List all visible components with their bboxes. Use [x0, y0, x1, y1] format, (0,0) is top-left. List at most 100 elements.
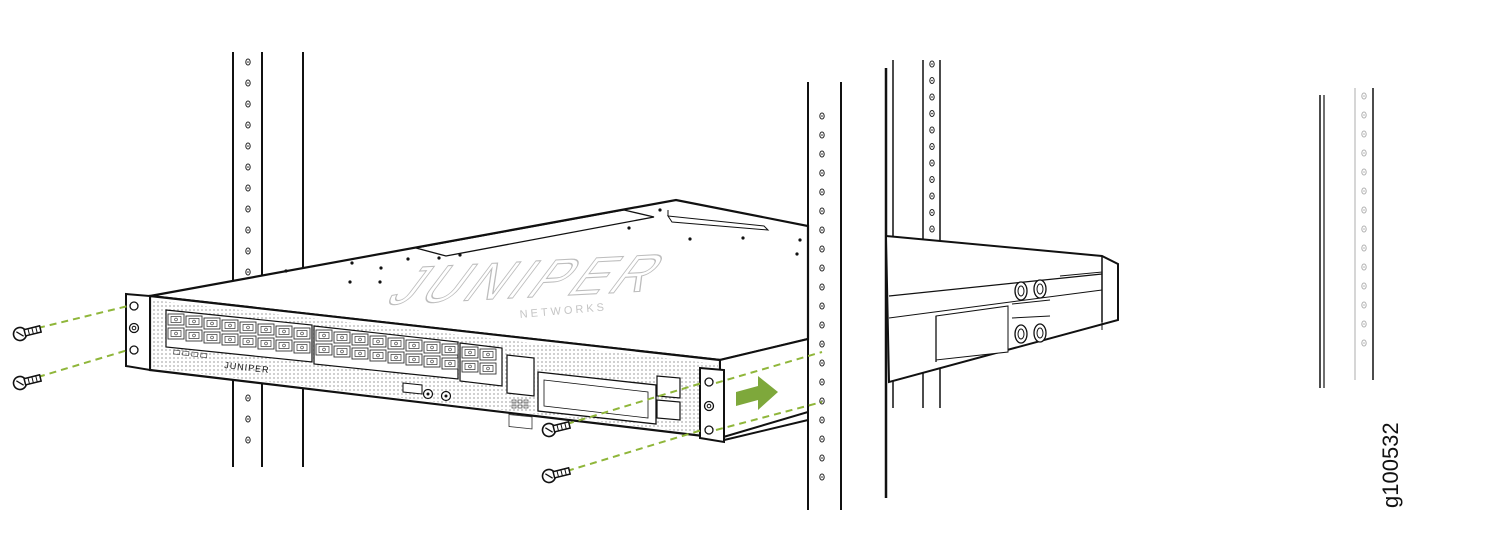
mounting-screw	[541, 420, 572, 438]
sfp-port	[293, 327, 311, 340]
rack-hole	[245, 226, 251, 234]
sfp-port	[203, 331, 221, 344]
rack-hole	[929, 77, 935, 84]
rack-hole	[819, 188, 825, 196]
sfp-port	[257, 323, 275, 336]
sfp-port	[293, 341, 311, 354]
sfp-port	[333, 345, 351, 358]
sfp-port	[441, 357, 459, 370]
device-rear-section	[884, 234, 1119, 384]
rack-hole	[1361, 282, 1367, 290]
rack-hole	[929, 225, 935, 233]
rack-hole	[819, 207, 825, 215]
left-rack-rail	[232, 52, 304, 467]
rack-hole	[819, 435, 825, 443]
rack-hole	[929, 60, 935, 68]
rack-hole	[819, 169, 825, 177]
sfp-port	[167, 313, 185, 326]
rack-hole	[1361, 225, 1367, 233]
rack-hole	[929, 143, 935, 150]
sfp-port	[423, 341, 441, 354]
rack-hole	[245, 121, 251, 129]
rack-hole	[819, 302, 825, 310]
sfp-port	[405, 339, 423, 352]
rack-hole	[819, 283, 825, 291]
sfp-port	[387, 337, 405, 350]
far-rack-rail	[1319, 88, 1374, 388]
mounting-screw	[12, 324, 43, 342]
rack-hole	[819, 340, 825, 348]
rack-hole	[1361, 130, 1367, 138]
rack-hole	[245, 436, 251, 444]
sfp-port	[203, 317, 221, 330]
sfp-port	[257, 337, 275, 350]
rack-hole	[819, 264, 825, 272]
rack-hole	[819, 131, 825, 139]
mounting-screw	[541, 466, 572, 484]
rack-hole	[819, 416, 825, 424]
sfp-port	[221, 319, 239, 332]
sfp-port	[239, 321, 257, 334]
sfp-port	[405, 353, 423, 366]
rack-hole	[819, 473, 825, 481]
rack-hole	[1361, 168, 1367, 176]
middle-rack-rail	[807, 82, 842, 510]
sfp-port	[239, 335, 257, 348]
rack-hole	[819, 226, 825, 234]
mounting-screw	[12, 373, 43, 391]
sfp-port	[461, 360, 479, 373]
rack-hole	[245, 79, 251, 87]
rack-hole	[1361, 244, 1367, 252]
sfp-port	[479, 348, 497, 361]
sfp-port	[275, 339, 293, 352]
insert-arrow-icon	[736, 376, 778, 410]
rack-hole	[245, 163, 251, 171]
sfp-port	[387, 351, 405, 364]
sfp-port	[479, 362, 497, 375]
sfp-port	[351, 333, 369, 346]
rack-hole	[819, 150, 825, 158]
rack-hole	[819, 397, 825, 405]
rack-hole	[1361, 111, 1367, 119]
rack-hole	[245, 415, 251, 423]
switch-chassis: JUNIPER NETWORKS JUNIPER	[125, 198, 810, 444]
rack-hole	[245, 205, 251, 213]
rack-hole	[1361, 301, 1367, 309]
rack-hole	[819, 321, 825, 329]
sfp-port	[351, 347, 369, 360]
sfp-port	[185, 315, 203, 328]
rack-hole	[245, 184, 251, 192]
sfp-port	[185, 329, 203, 342]
figure-id: g100532	[1378, 422, 1403, 508]
sfp-port	[315, 329, 333, 342]
rack-hole	[245, 394, 251, 402]
sfp-port	[369, 349, 387, 362]
rack-hole	[245, 142, 251, 150]
rack-hole	[819, 359, 825, 367]
rack-hole	[819, 245, 825, 253]
rack-hole	[245, 100, 251, 108]
sfp-port	[333, 331, 351, 344]
rack-hole	[929, 176, 935, 183]
rack-hole	[1361, 263, 1367, 271]
rack-hole	[929, 209, 935, 216]
rack-hole	[245, 268, 251, 276]
sfp-port	[369, 335, 387, 348]
rack-hole	[1361, 149, 1367, 157]
sfp-port	[315, 343, 333, 356]
sfp-port	[275, 325, 293, 338]
rack-hole	[929, 93, 935, 101]
rack-hole	[1361, 339, 1367, 347]
rack-hole	[1361, 187, 1367, 195]
sfp-port	[221, 333, 239, 346]
rack-hole	[1361, 320, 1367, 328]
rack-hole	[819, 378, 825, 386]
sfp-port	[423, 355, 441, 368]
sfp-port	[461, 346, 479, 359]
screw-guide-lines	[37, 305, 823, 472]
rack-hole	[245, 58, 251, 66]
rack-hole	[819, 112, 825, 120]
rack-hole	[929, 126, 935, 134]
rack-hole	[929, 159, 935, 167]
